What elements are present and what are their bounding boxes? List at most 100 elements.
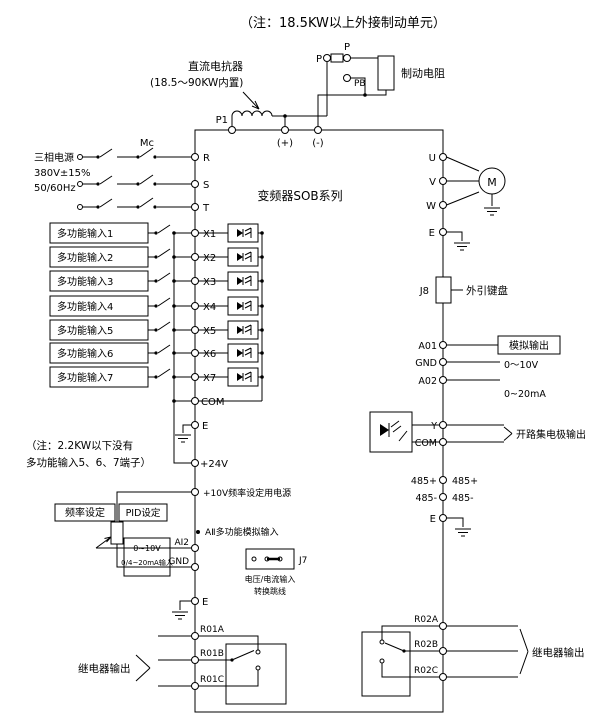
a02-label: A02 xyxy=(418,376,437,387)
r01b-label: R01B xyxy=(200,649,224,659)
v-label: V xyxy=(429,177,436,188)
dc-reactor-pointer-arrow xyxy=(242,91,260,110)
terminal-r xyxy=(191,153,199,161)
e3-label: E xyxy=(429,228,435,239)
relay2-external xyxy=(446,625,529,678)
digital-input-row-2: 多功能输入2 X2 xyxy=(49,246,264,268)
r-label: R xyxy=(203,153,210,164)
r02b-label: R02B xyxy=(414,640,438,650)
digital-input-row-1: 多功能输入1 X1 xyxy=(49,222,264,244)
e1-row: E xyxy=(174,421,208,443)
relay1-output-label: 继电器输出 xyxy=(78,662,131,675)
terminal-v xyxy=(439,177,447,185)
relay1-internal xyxy=(198,635,287,705)
input-switch-icon xyxy=(153,321,171,333)
p24v-label: +24V xyxy=(200,459,228,470)
relay1-box xyxy=(225,643,287,705)
input-label: 多功能输入3 xyxy=(57,275,113,288)
io-note-line1: （注：2.2KW以下没有 xyxy=(26,439,133,452)
analog-range-box xyxy=(123,537,171,577)
terminal-t xyxy=(191,203,199,211)
terminal-r01a xyxy=(191,632,199,640)
power-phase-t xyxy=(77,197,192,210)
terminal-pb xyxy=(343,74,351,82)
terminal-p1 xyxy=(228,126,236,134)
j7-note-line2: 转换跳线 xyxy=(254,586,286,596)
power-label-2: 380V±15% xyxy=(34,168,91,179)
terminal-a01 xyxy=(439,341,447,349)
breaker-switch-icon xyxy=(95,148,113,160)
ai2-label: AI2 xyxy=(174,538,189,548)
j7-note-line1: 电压/电流输入 xyxy=(245,574,296,584)
x1-label: X1 xyxy=(203,229,216,240)
contactor-switch-icon xyxy=(135,147,158,160)
485-neg-inner-label: 485- xyxy=(415,493,437,504)
contactor-switch-icon xyxy=(135,197,158,210)
input-switch-icon xyxy=(153,297,171,309)
freq-set-label: 频率设定 xyxy=(65,506,105,519)
terminal-com-out xyxy=(439,438,447,446)
terminal-x6 xyxy=(191,349,199,357)
analog-range1: 0~10V xyxy=(133,544,161,553)
gnd-right-label: GND xyxy=(415,358,437,369)
brake-resistor-label: 制动电阻 xyxy=(401,67,445,80)
x6-label: X6 xyxy=(203,349,216,360)
aii-bullet xyxy=(196,530,200,534)
relay2-internal xyxy=(361,625,439,697)
dc-reactor-coil xyxy=(231,110,273,117)
e2-label: E xyxy=(202,597,208,608)
inverter-title: 变频器SOB系列 xyxy=(257,188,342,203)
dc-reactor-sublabel: (18.5～90KW内置) xyxy=(150,76,243,89)
com-out-label: COM xyxy=(415,438,437,449)
terminal-485-neg xyxy=(439,493,447,501)
optocoupler-icon xyxy=(227,343,259,363)
potentiometer-icon xyxy=(110,521,124,545)
pid-set-box xyxy=(118,503,168,522)
terminal-r02b xyxy=(439,647,447,655)
terminal-r01c xyxy=(191,682,199,690)
terminal-10v xyxy=(191,488,199,496)
potentiometer-wiring xyxy=(95,491,192,568)
t-label: T xyxy=(202,203,210,214)
terminal-e4 xyxy=(439,514,447,522)
relay2-box xyxy=(361,631,411,697)
p10v-label: +10V频率设定用电源 xyxy=(203,487,291,499)
analog-output-box xyxy=(497,335,561,355)
optocoupler-icon xyxy=(227,367,259,387)
j7-jumper: J7 电压/电流输入 转换跳线 xyxy=(245,548,307,596)
terminal-plus xyxy=(281,126,289,134)
keypad-label: 外引键盘 xyxy=(466,284,508,297)
terminal-gnd-left xyxy=(191,563,199,571)
power-label-1: 三相电源 xyxy=(34,151,74,164)
e1-label: E xyxy=(202,421,208,432)
brake-resistor-symbol xyxy=(377,55,395,91)
contactor-switch-icon xyxy=(135,174,158,187)
terminal-24v xyxy=(191,459,199,467)
com-label: COM xyxy=(201,397,224,408)
optocoupler-icon xyxy=(227,296,259,316)
x7-label: X7 xyxy=(203,373,216,384)
input-label: 多功能输入1 xyxy=(57,227,113,240)
pid-set-label: PID设定 xyxy=(126,507,161,519)
open-collector-label: 开路集电极输出 xyxy=(516,428,586,441)
terminal-x4 xyxy=(191,302,199,310)
terminal-ai2 xyxy=(191,544,199,552)
input-switch-icon xyxy=(153,344,171,356)
485-pos-outer-label: 485+ xyxy=(452,476,478,487)
motor-wiring xyxy=(446,156,501,216)
analog-range2: 0/4~20mA输入 xyxy=(121,558,173,567)
digital-input-row-4: 多功能输入4 X4 xyxy=(49,295,264,317)
r01a-label: R01A xyxy=(200,625,225,635)
terminal-s xyxy=(191,180,199,188)
input-label: 多功能输入6 xyxy=(57,347,113,360)
motor-icon xyxy=(478,167,506,195)
power-phase-r xyxy=(77,147,192,160)
relay1-external xyxy=(135,635,192,687)
gnd-left-label: GND xyxy=(168,557,189,567)
source-node xyxy=(77,154,83,160)
breaker-switch-icon xyxy=(95,175,113,187)
terminal-r01b xyxy=(191,656,199,664)
s-label: S xyxy=(203,180,209,191)
y-label: Y xyxy=(430,421,437,432)
